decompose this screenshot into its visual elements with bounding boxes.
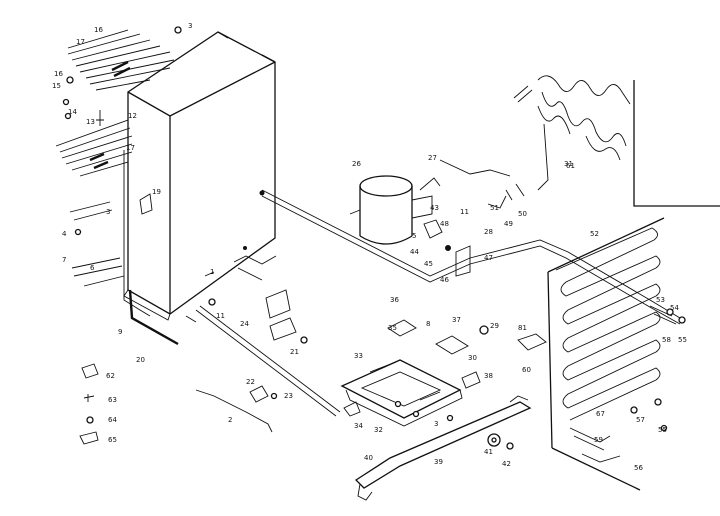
callout-57: 57 xyxy=(636,416,645,424)
callout-45: 45 xyxy=(424,260,433,268)
callout-32: 32 xyxy=(374,426,383,434)
callout-22: 22 xyxy=(246,378,255,386)
top-condenser-coil xyxy=(487,75,720,209)
callout-23: 23 xyxy=(284,392,293,400)
cabinet xyxy=(123,31,277,321)
callout-31: 31 xyxy=(564,160,573,168)
callout-11b: 11 xyxy=(216,312,225,320)
callout-33: 33 xyxy=(354,352,363,360)
callout-3a: 3 xyxy=(106,208,110,216)
callout-44: 44 xyxy=(410,248,419,256)
callout-5: 5 xyxy=(412,232,416,240)
callout-52: 52 xyxy=(590,230,599,238)
callout-28: 28 xyxy=(484,228,493,236)
callout-50: 50 xyxy=(518,210,527,218)
callout-37: 37 xyxy=(452,316,461,324)
callout-55a: 55 xyxy=(678,336,687,344)
callout-16: 16 xyxy=(94,26,103,34)
condenser-grid xyxy=(547,217,686,491)
callout-59: 59 xyxy=(594,436,603,444)
callout-4: 4 xyxy=(62,230,67,238)
callout-48: 48 xyxy=(440,220,449,228)
callout-54: 54 xyxy=(670,304,679,312)
callout-61: 61 xyxy=(566,162,575,170)
callout-43: 43 xyxy=(430,204,439,212)
callout-65: 65 xyxy=(108,436,117,444)
callout-17b: 17 xyxy=(126,144,135,152)
callout-2: 2 xyxy=(228,416,232,424)
callout-30: 30 xyxy=(468,354,477,362)
callout-35: 35 xyxy=(388,324,397,332)
callout-1: 1 xyxy=(210,268,214,276)
callout-49: 49 xyxy=(504,220,513,228)
callout-15: 15 xyxy=(52,82,61,90)
loose-hardware xyxy=(79,363,99,445)
callout-3c: 3 xyxy=(188,22,192,30)
callout-17a: 17 xyxy=(76,38,85,46)
callout-6: 6 xyxy=(90,264,95,272)
compressor xyxy=(349,159,511,277)
callout-9: 9 xyxy=(118,328,122,336)
refrigerant-line xyxy=(195,189,681,417)
callout-3b: 3 xyxy=(434,420,438,428)
callout-81: 81 xyxy=(518,324,527,332)
callout-24: 24 xyxy=(240,320,249,328)
callout-40: 40 xyxy=(364,454,373,462)
callout-64: 64 xyxy=(108,416,117,424)
callout-67: 67 xyxy=(596,410,605,418)
callout-26: 26 xyxy=(352,160,361,168)
callout-63: 63 xyxy=(108,396,117,404)
callout-8: 8 xyxy=(426,320,430,328)
callout-19: 19 xyxy=(152,188,161,196)
callout-38: 38 xyxy=(484,372,493,380)
callout-46: 46 xyxy=(440,276,449,284)
callout-58: 58 xyxy=(662,336,671,344)
left-shelf-tubing xyxy=(55,26,182,346)
callout-41: 41 xyxy=(484,448,493,456)
callout-7: 7 xyxy=(62,256,66,264)
callout-34: 34 xyxy=(354,422,363,430)
callout-13: 13 xyxy=(86,118,95,126)
callout-51: 51 xyxy=(490,204,499,212)
callout-55b: 55 xyxy=(658,426,667,434)
callout-11a: 11 xyxy=(460,208,469,216)
callout-14: 14 xyxy=(68,108,77,116)
callout-20: 20 xyxy=(136,356,145,364)
callout-39: 39 xyxy=(434,458,443,466)
callout-21: 21 xyxy=(290,348,299,356)
callout-56: 56 xyxy=(634,464,643,472)
callout-53: 53 xyxy=(656,296,665,304)
callout-62: 62 xyxy=(106,372,115,380)
callout-labels: 1 2 3 3 3 4 5 6 7 8 9 11 11 12 13 14 15 … xyxy=(52,22,687,472)
callout-16b: 16 xyxy=(54,70,63,78)
base-brackets xyxy=(185,289,547,501)
callout-29: 29 xyxy=(490,322,499,330)
callout-27: 27 xyxy=(428,154,437,162)
callout-42: 42 xyxy=(502,460,511,468)
callout-60: 60 xyxy=(522,366,531,374)
callout-47: 47 xyxy=(484,254,493,262)
callout-36: 36 xyxy=(390,296,399,304)
callout-12: 12 xyxy=(128,112,137,120)
